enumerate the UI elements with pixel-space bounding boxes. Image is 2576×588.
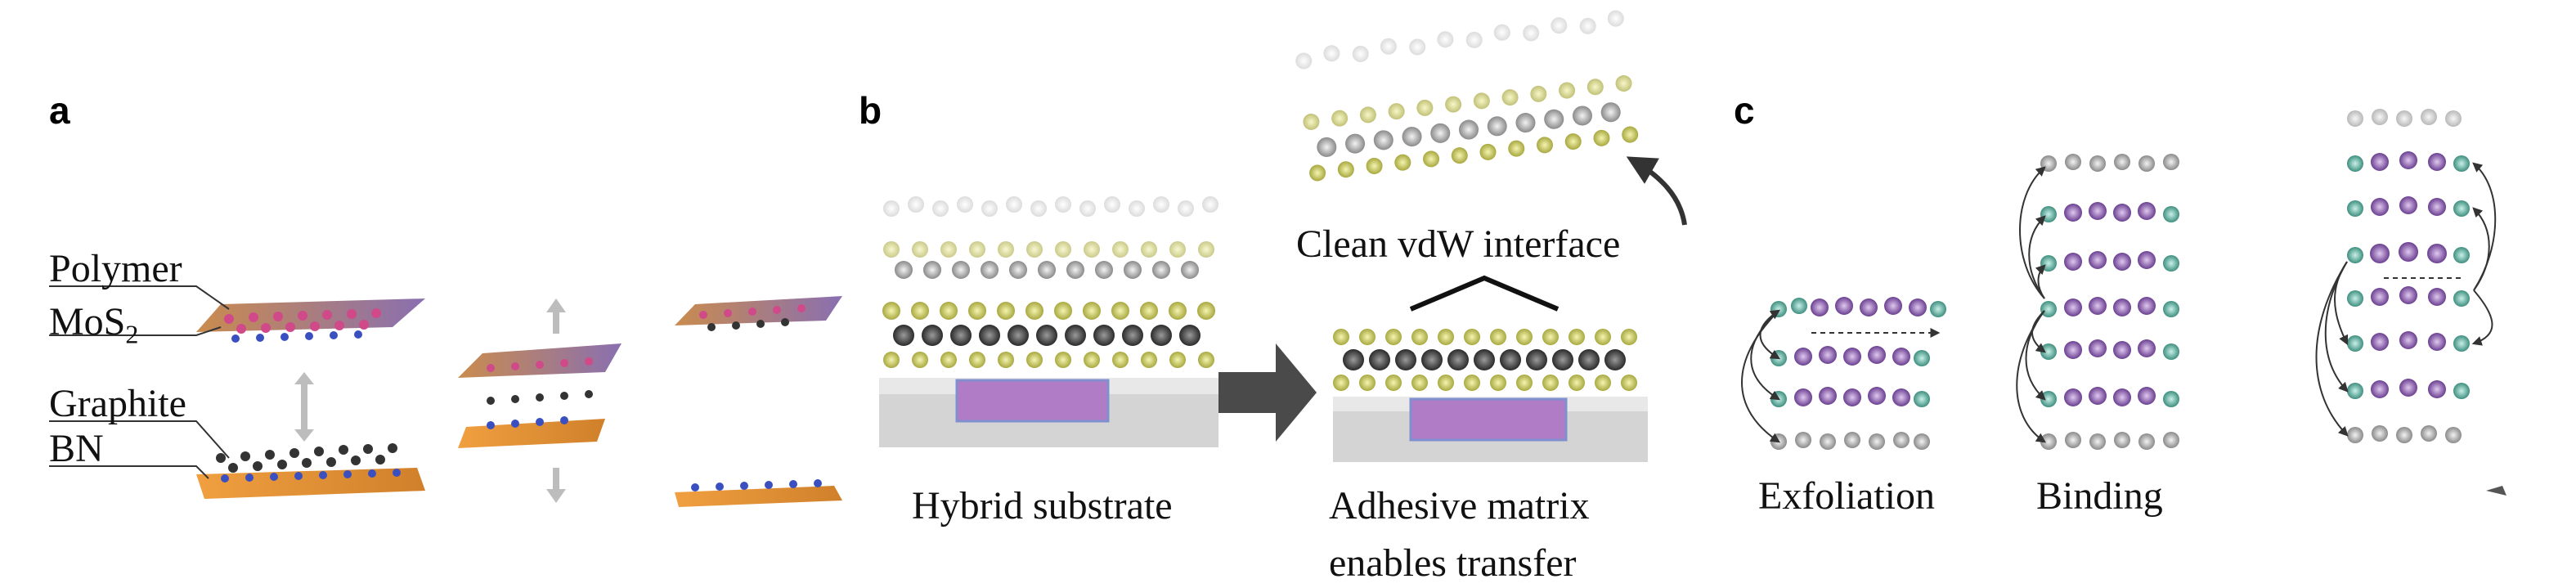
panel-letter-b: b	[859, 89, 882, 132]
panel-a-stack-right	[675, 296, 842, 507]
panel-b-hybrid-substrate	[879, 196, 1218, 447]
panel-letter-a: a	[49, 89, 70, 132]
panel-b-adhesive-matrix	[1333, 329, 1648, 462]
panel-a-leader-lines	[49, 285, 230, 479]
label-mos2-subscript: 2	[125, 319, 139, 349]
label-bn: BN	[49, 427, 104, 470]
label-adhesive-matrix: Adhesive matrix	[1329, 484, 1590, 527]
label-polymer: Polymer	[49, 247, 182, 290]
label-mos2: MoS2	[49, 303, 138, 348]
label-graphite: Graphite	[49, 382, 186, 425]
panel-letter-c: c	[1734, 89, 1755, 132]
label-exfoliation: Exfoliation	[1758, 474, 1935, 518]
panel-c-third-stack	[2315, 109, 2506, 496]
panel-b-big-arrow	[1218, 343, 1317, 442]
panel-c-binding-stack	[2016, 154, 2179, 450]
label-binding: Binding	[2036, 474, 2163, 518]
panel-a-stack-middle	[458, 298, 622, 503]
label-hybrid-substrate: Hybrid substrate	[912, 484, 1173, 527]
panel-b-caret	[1409, 275, 1560, 312]
label-clean-vdw-interface: Clean vdW interface	[1296, 222, 1621, 266]
panel-c-exfoliation-stack	[1741, 297, 1946, 450]
label-enables-transfer: enables transfer	[1329, 541, 1577, 585]
panel-b-floating-layer	[1295, 10, 1639, 182]
panel-a-stack-left	[196, 298, 425, 499]
panel-b-curved-arrow	[1626, 156, 1687, 226]
label-mos2-base: MoS	[49, 300, 126, 343]
